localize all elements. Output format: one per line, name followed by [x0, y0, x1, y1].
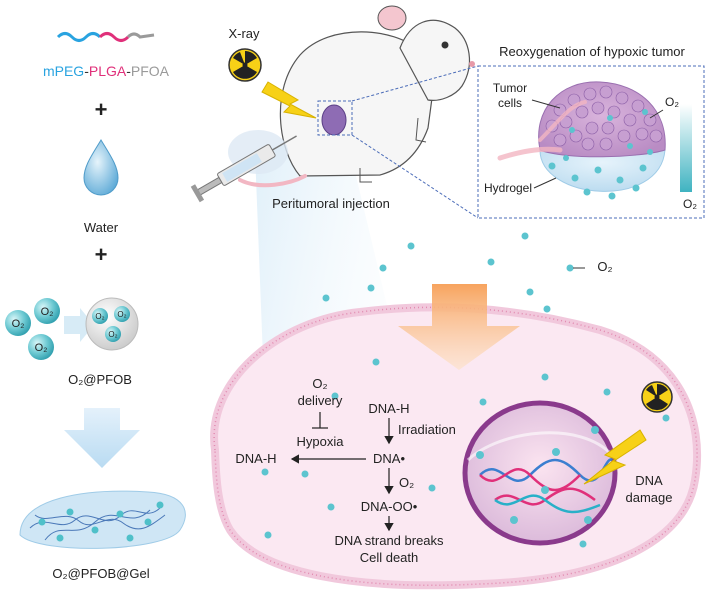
- cell-nucleus: [462, 400, 618, 546]
- hydrogel-label: Hydrogel: [484, 181, 532, 195]
- down-arrow: [64, 408, 140, 468]
- o2-delivery-2: delivery: [298, 393, 343, 408]
- cell-death-label: Cell death: [360, 550, 419, 565]
- water-drop-icon: [83, 139, 119, 196]
- nucleus-lightning-icon: [583, 429, 647, 485]
- tumor-mass: [497, 81, 666, 161]
- water-label: Water: [84, 220, 119, 235]
- o2-gradient-bar: [680, 104, 692, 192]
- tumor-cells-label-2: cells: [498, 96, 522, 110]
- dna-radical: DNA•: [373, 451, 405, 466]
- radiation-hazard-icon: [228, 48, 262, 82]
- lightning-bolt-icon: [261, 81, 317, 119]
- irradiation-label: Irradiation: [398, 422, 456, 437]
- mouse-illustration: [238, 5, 475, 188]
- o2-leader-line: [649, 109, 664, 119]
- inset-o2-top: O₂: [665, 95, 679, 109]
- o2-in-pfob-3: O₂: [105, 326, 121, 342]
- o2-delivery-1: O₂: [312, 376, 327, 391]
- hydrogel-leader-line: [533, 177, 557, 189]
- svg-text:O₂: O₂: [12, 318, 25, 330]
- polymer-dash-1: -: [84, 63, 89, 79]
- dna-h-left: DNA-H: [235, 451, 276, 466]
- plus-sign-2: +: [95, 242, 108, 267]
- plus-sign-1: +: [95, 97, 108, 122]
- svg-text:O₂: O₂: [41, 306, 54, 318]
- o2-pfob-gel-label: O₂@PFOB@Gel: [52, 566, 149, 581]
- syringe-icon: [190, 130, 297, 203]
- released-o2-dots: [322, 232, 574, 313]
- dna-damage-2: damage: [626, 490, 673, 505]
- encapsulation-arrow: [64, 308, 94, 342]
- polymer-mpeg: mPEG: [43, 63, 84, 79]
- svg-text:O₂: O₂: [117, 310, 126, 319]
- nucleus-radiation-icon: [641, 381, 673, 413]
- o2-pfob-label: O₂@PFOB: [68, 372, 132, 387]
- tumor-leader-line: [531, 99, 561, 109]
- hydrogel-hemisphere: [539, 149, 666, 192]
- dna-oo-label: DNA-OO•: [361, 499, 418, 514]
- xray-label: X-ray: [228, 26, 260, 41]
- polymer-dash-2: -: [126, 63, 131, 79]
- polymer-formula: mPEG-PLGA-PFOA: [43, 63, 170, 79]
- o2-bubble-3: O₂: [28, 334, 54, 360]
- released-o2-label: O₂: [597, 259, 612, 274]
- injection-label: Peritumoral injection: [272, 196, 390, 211]
- o2-in-pfob-2: O₂: [114, 306, 130, 322]
- polymer-plga: PLGA: [89, 63, 127, 79]
- strand-breaks-label: DNA strand breaks: [334, 533, 444, 548]
- hydrogel-depot-icon: [19, 490, 186, 549]
- dna-damage-1: DNA: [635, 473, 663, 488]
- o2-step-label: O₂: [399, 475, 414, 490]
- zoom-line-bottom: [351, 134, 479, 219]
- svg-text:O₂: O₂: [108, 330, 117, 339]
- o2-bubble-2: O₂: [34, 298, 60, 324]
- inset-o2-dots: [548, 109, 653, 200]
- svg-text:O₂: O₂: [95, 312, 104, 321]
- inset-title: Reoxygenation of hypoxic tumor: [499, 44, 685, 59]
- zoom-line-top: [351, 65, 479, 102]
- hypoxia-label: Hypoxia: [297, 434, 345, 449]
- dna-h-top: DNA-H: [368, 401, 409, 416]
- o2-entry-arrow: [398, 284, 520, 370]
- o2-in-pfob-1: O₂: [92, 308, 108, 324]
- inset-o2-bottom: O₂: [683, 197, 697, 211]
- svg-text:O₂: O₂: [35, 342, 48, 354]
- polymer-chain-icon: [56, 32, 155, 42]
- pfob-droplet: [85, 297, 139, 351]
- tumor-cells-label-1: Tumor: [493, 81, 527, 95]
- o2-bubble-1: O₂: [5, 310, 31, 336]
- cell-o2-dots: [261, 358, 670, 548]
- polymer-pfoa: PFOA: [131, 63, 170, 79]
